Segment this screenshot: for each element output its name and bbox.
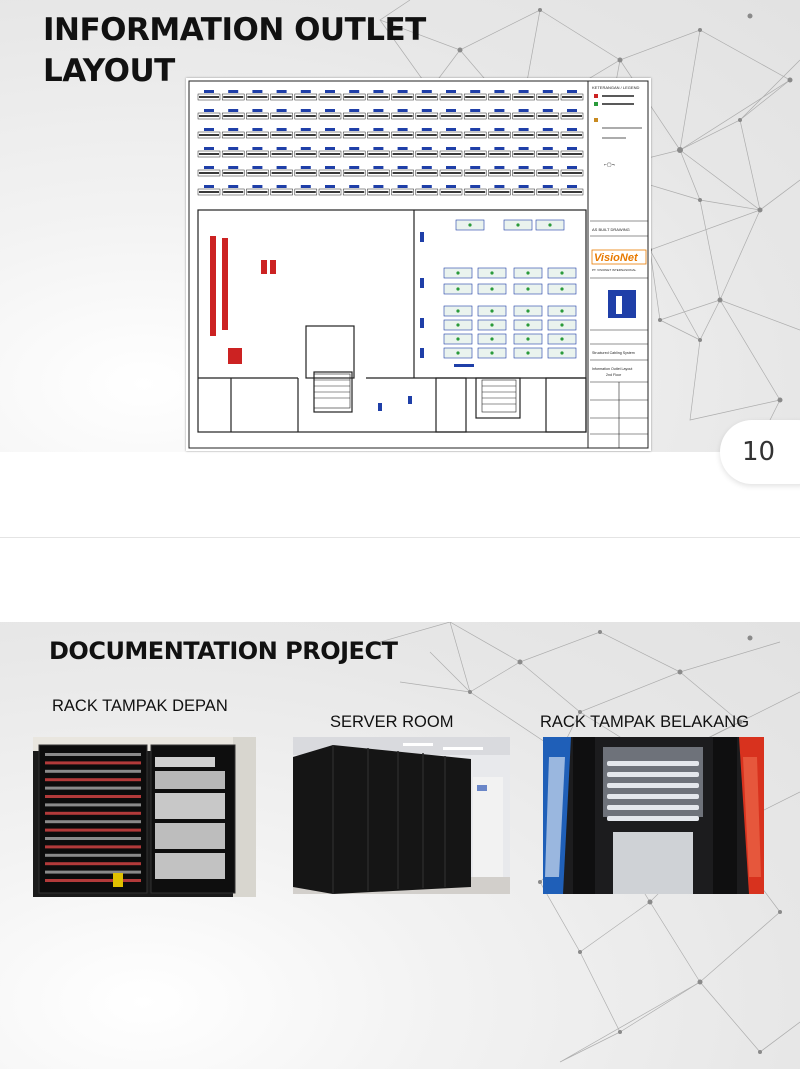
caption-back-rack: RACK TAMPAK BELAKANG [540, 713, 750, 731]
photo-back-rack [543, 737, 764, 894]
svg-text:PT. VISIONET INTERNASIONAL: PT. VISIONET INTERNASIONAL [592, 268, 636, 272]
svg-text:⌐▢¬: ⌐▢¬ [604, 162, 615, 168]
caption-front-rack: RACK TAMPAK DEPAN [52, 697, 228, 715]
page-number-badge: 10 [720, 420, 800, 484]
title-block: KETERANGAN / LEGEND ⌐▢¬ AS BUILT DRAWING… [590, 85, 648, 448]
caption-server-room: SERVER ROOM [330, 713, 454, 731]
svg-text:VisioNet: VisioNet [594, 252, 639, 264]
photo-front-rack [33, 737, 256, 897]
workstation-clusters [443, 219, 577, 359]
slide-title: DOCUMENTATION PROJECT [49, 637, 398, 665]
svg-text:Information Outlet Layout: Information Outlet Layout [592, 367, 632, 371]
outlet-markers [378, 232, 474, 411]
building-outline [197, 209, 587, 433]
slide-title: INFORMATION OUTLET LAYOUT [43, 12, 426, 89]
svg-text:KETERANGAN / LEGEND: KETERANGAN / LEGEND [592, 85, 639, 90]
rack-blocks [210, 236, 276, 364]
stairs [313, 373, 517, 413]
floor-plan-svg: KETERANGAN / LEGEND ⌐▢¬ AS BUILT DRAWING… [188, 80, 649, 449]
photo-server-room [293, 737, 510, 894]
floor-plan-drawing: KETERANGAN / LEGEND ⌐▢¬ AS BUILT DRAWING… [186, 78, 651, 451]
svg-text:AS BUILT DRAWING: AS BUILT DRAWING [592, 227, 630, 232]
outlet-label-grid [197, 90, 584, 196]
slide-divider [0, 537, 800, 538]
svg-text:2nd Floor: 2nd Floor [606, 373, 622, 377]
svg-text:Structured Cabling System: Structured Cabling System [592, 351, 635, 355]
